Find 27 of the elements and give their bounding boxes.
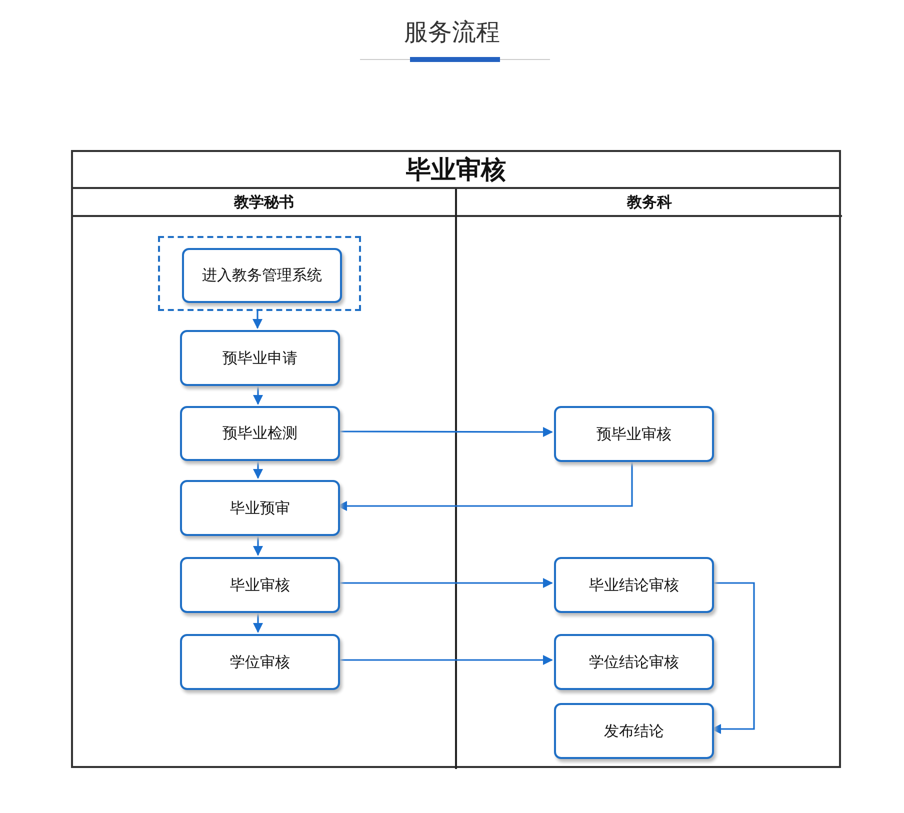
process-box: 进入教务管理系统 <box>182 248 342 303</box>
process-box: 毕业审核 <box>180 557 340 613</box>
process-box: 学位审核 <box>180 634 340 690</box>
arrow <box>253 384 263 405</box>
process-box: 预毕业审核 <box>554 406 714 462</box>
arrow <box>253 459 263 479</box>
process-box: 学位结论审核 <box>554 634 714 690</box>
page-title: 服务流程 <box>403 17 501 48</box>
process-box: 毕业结论审核 <box>554 557 714 613</box>
process-box: 预毕业检测 <box>180 406 340 461</box>
process-box: 发布结论 <box>554 703 714 759</box>
swimlane <box>73 189 457 769</box>
arrow <box>338 426 553 437</box>
lane-header: 教学秘书 <box>73 189 455 217</box>
arrow <box>337 460 633 511</box>
arrow <box>253 534 263 556</box>
pool-heading: 毕业审核 <box>73 152 839 189</box>
arrow <box>338 578 553 588</box>
arrow <box>253 611 263 633</box>
lane-header: 教务科 <box>457 189 842 217</box>
arrow <box>252 309 262 329</box>
process-box: 预毕业申请 <box>180 330 340 386</box>
arrow <box>338 655 553 665</box>
arrow <box>711 582 755 734</box>
swimlane-pool <box>71 150 841 768</box>
process-box: 毕业预审 <box>180 480 340 536</box>
dashed-frame <box>158 236 361 311</box>
